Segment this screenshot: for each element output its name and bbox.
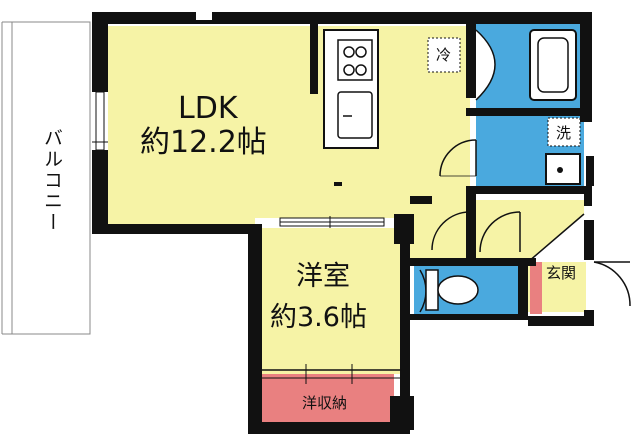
shoe-storage (530, 262, 542, 314)
entrance-label: 玄関 (546, 264, 576, 282)
closet-floor (262, 374, 394, 424)
ldk-name: LDK (178, 91, 239, 126)
wash-basin (545, 153, 581, 185)
entrance-floor (476, 200, 584, 262)
balcony-area (11, 21, 91, 335)
western-area: 約3.6帖 (270, 302, 367, 333)
western-floor (262, 228, 408, 374)
washer-label: 洗 (556, 124, 571, 142)
fridge-label: 冷 (436, 46, 451, 64)
stove (337, 39, 373, 81)
balcony-label: バルコニー (41, 128, 63, 233)
ldk-floor (108, 26, 470, 228)
doors (419, 139, 631, 313)
washer-space (547, 117, 581, 147)
closet-label: 洋収納 (302, 394, 347, 412)
kitchen-sink (337, 91, 373, 139)
walls (92, 12, 594, 434)
ldk-area: 約12.2帖 (140, 125, 267, 160)
western-name: 洋室 (296, 261, 350, 292)
fridge-space (427, 37, 461, 73)
toilet-tank (425, 269, 439, 311)
toilet-bowl (437, 275, 479, 305)
